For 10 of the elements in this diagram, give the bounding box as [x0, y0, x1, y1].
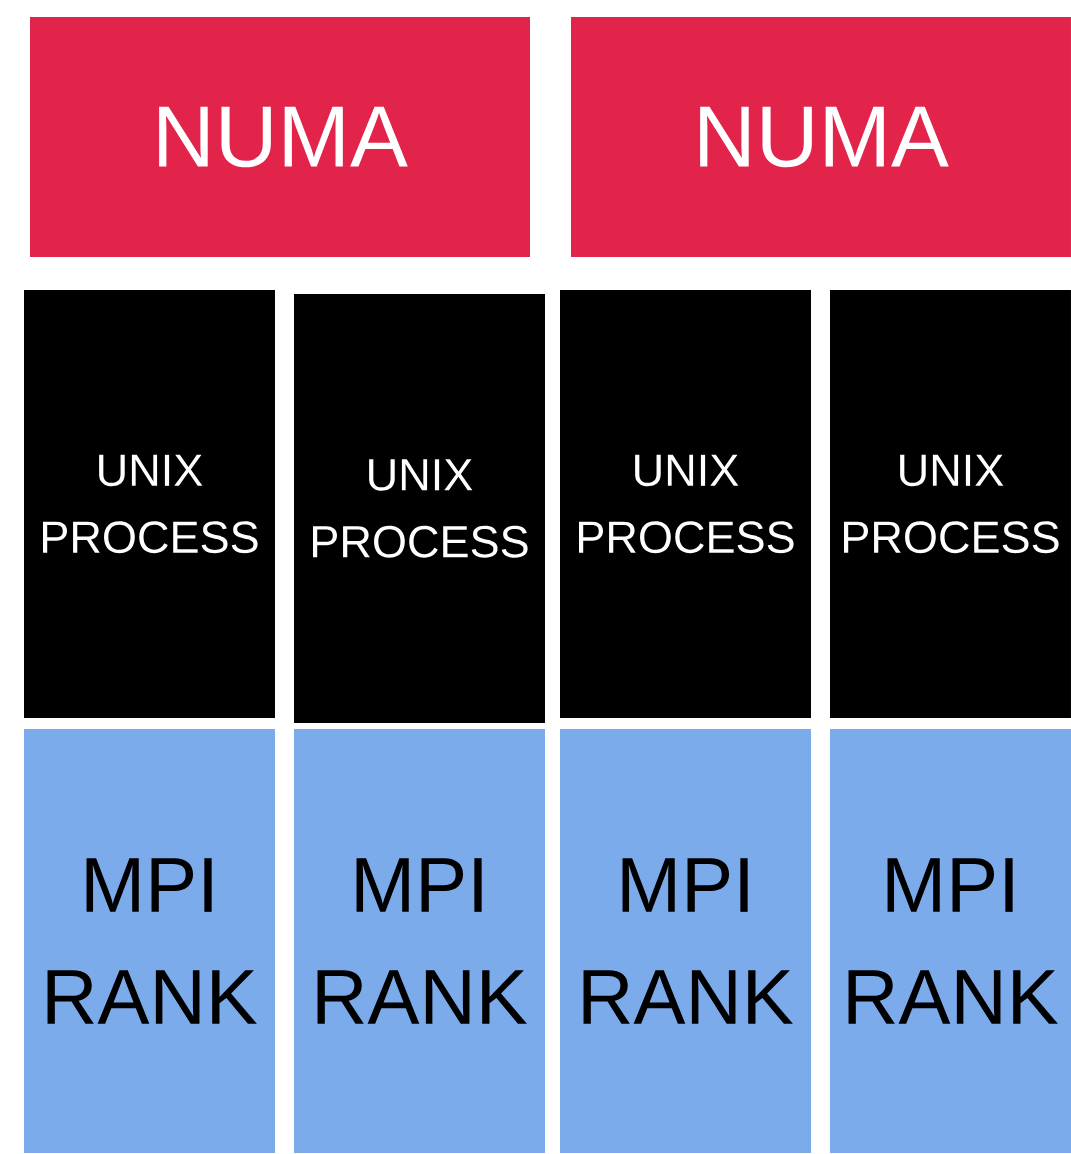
rank-box: MPI RANK — [560, 729, 811, 1153]
rank-box: MPI RANK — [24, 729, 275, 1153]
numa-box: NUMA — [571, 17, 1071, 257]
numa-box: NUMA — [30, 17, 530, 257]
process-box: UNIX PROCESS — [294, 294, 545, 723]
rank-box: MPI RANK — [294, 729, 545, 1153]
rank-box: MPI RANK — [830, 729, 1071, 1153]
process-box: UNIX PROCESS — [560, 290, 811, 718]
process-box: UNIX PROCESS — [24, 290, 275, 718]
process-box: UNIX PROCESS — [830, 290, 1071, 718]
